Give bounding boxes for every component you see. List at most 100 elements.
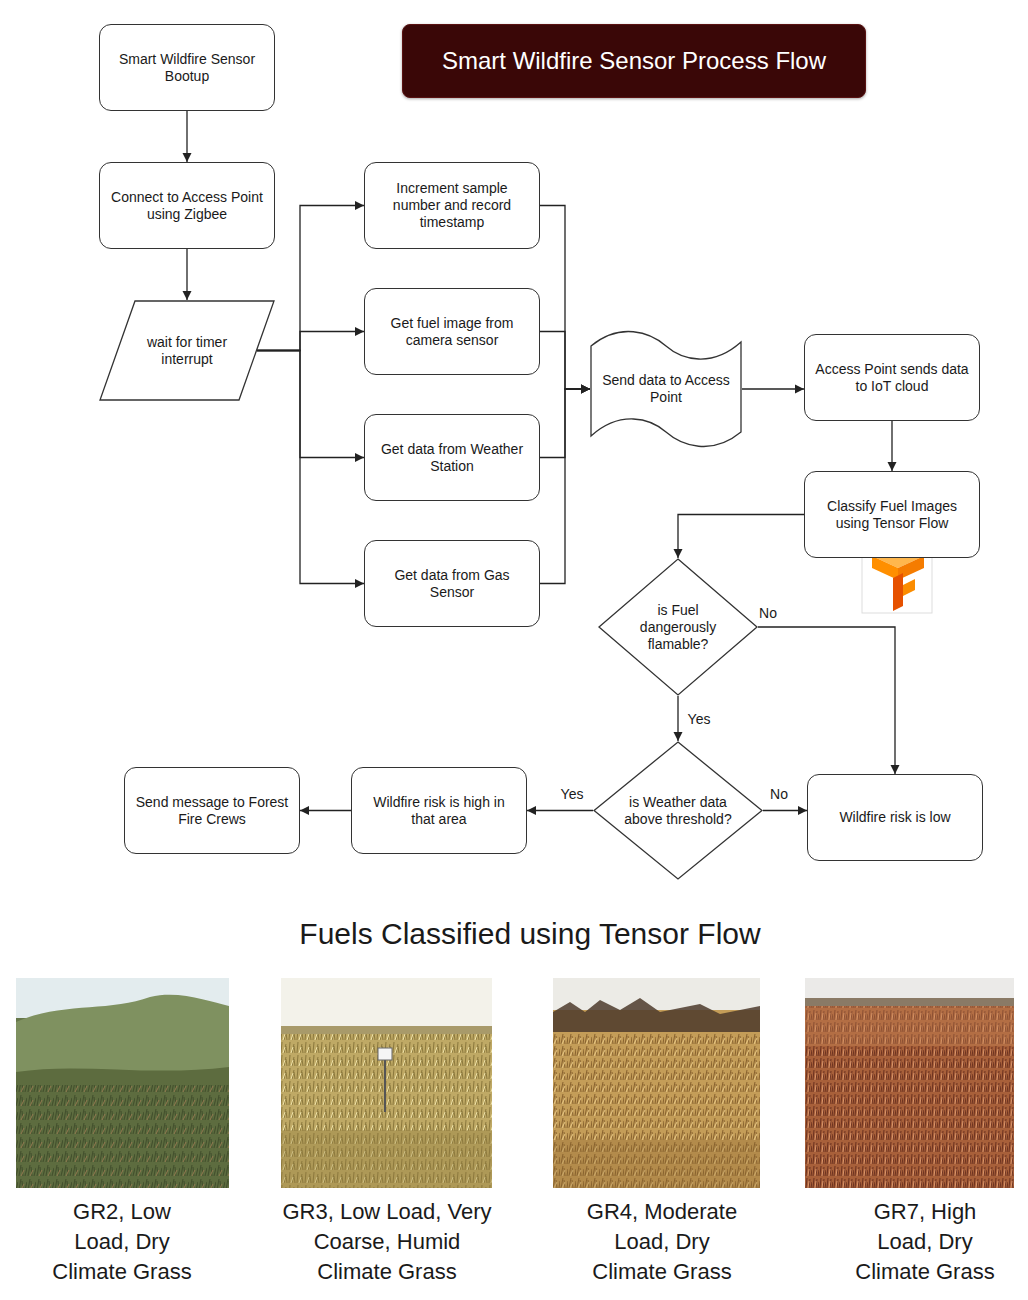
edge-label: No (757, 605, 779, 621)
sign-post (384, 1060, 386, 1112)
photo-shrubs (553, 998, 760, 1032)
process-box: Wildfire risk is low (807, 774, 983, 861)
photo-ground (553, 978, 760, 1188)
photo-grass (281, 1034, 492, 1188)
photo-caption: GR4, Moderate Load, Dry Climate Grass (580, 1197, 745, 1287)
node-content: Classify Fuel Images using Tensor Flow (813, 498, 971, 532)
logo-face (893, 573, 903, 611)
photo-field (16, 1067, 229, 1188)
edge-label: Yes (559, 786, 586, 802)
flow-arrow (257, 332, 364, 351)
shape-outline-path (591, 332, 741, 447)
flow-arrow (186, 111, 187, 162)
process-box: Classify Fuel Images using Tensor Flow (804, 471, 980, 558)
photo-sky (553, 978, 760, 1010)
node-content: Increment sample number and record times… (373, 180, 531, 231)
node-content: Connect to Access Point using Zigbee (108, 189, 266, 223)
node-text: Connect to Access Point using Zigbee (108, 189, 266, 223)
decision-diamond: is Weather data above threshold? (593, 741, 763, 880)
process-box: Increment sample number and record times… (364, 162, 540, 249)
node-content: Access Point sends data to IoT cloud (813, 361, 971, 395)
node-text: Classify Fuel Images using Tensor Flow (813, 498, 971, 532)
photo-sky (805, 978, 1014, 998)
flow-arrow (257, 351, 364, 458)
process-box: Wildfire risk is high in that area (351, 767, 527, 854)
photo-sky (281, 978, 492, 1026)
flow-arrow (300, 810, 351, 811)
photo-shade (281, 1130, 492, 1188)
shape-outline-path (100, 301, 274, 400)
photo-ground (16, 978, 229, 1188)
process-box: Get data from Weather Station (364, 414, 540, 501)
flow-arrow (678, 515, 804, 559)
node-content: Wildfire risk is high in that area (360, 794, 518, 828)
logo-face (903, 579, 915, 596)
photo-grass (16, 1085, 229, 1188)
node-text: Wildfire risk is low (816, 809, 974, 826)
photo-horizon (281, 1026, 492, 1034)
photo-ground (281, 978, 492, 1188)
photo-hill (16, 995, 229, 1188)
shape-outline-path (594, 742, 762, 879)
flow-arrow (763, 810, 807, 811)
node-content: Send message to Forest Fire Crews (133, 794, 291, 828)
photo-horizon (805, 998, 1014, 1006)
node-text: Smart Wildfire Sensor Bootup (108, 51, 266, 85)
node-content: Send data to Access Point (600, 372, 732, 406)
node-text: wait for timer interrupt (129, 334, 245, 368)
photo-haze (805, 1006, 1014, 1046)
flow-arrow (540, 206, 590, 390)
flow-arrow (540, 389, 590, 584)
flow-arrow (677, 696, 678, 741)
node-content: is Weather data above threshold? (619, 794, 737, 828)
node-text: Get fuel image from camera sensor (373, 315, 531, 349)
edge-label: No (768, 786, 790, 802)
photo-caption: GR2, Low Load, Dry Climate Grass (50, 1197, 195, 1287)
node-content: Get fuel image from camera sensor (373, 315, 531, 349)
photo-grass (805, 1006, 1014, 1188)
section-heading: Fuels Classified using Tensor Flow (220, 916, 840, 952)
fuel-photo (553, 978, 760, 1188)
photo-caption: GR3, Low Load, Very Coarse, Humid Climat… (282, 1197, 492, 1287)
node-text: is Fuel dangerously flamable? (628, 602, 728, 653)
flow-arrow (742, 388, 804, 389)
node-content: Wildfire risk is low (816, 809, 974, 826)
fuel-photo (16, 978, 229, 1188)
node-content: Get data from Weather Station (373, 441, 531, 475)
flow-arrow (527, 810, 593, 811)
flow-arrow (758, 627, 895, 774)
flow-arrow (891, 421, 892, 471)
node-content: Smart Wildfire Sensor Bootup (108, 51, 266, 85)
fuel-photo (281, 978, 492, 1188)
node-content: Get data from Gas Sensor (373, 567, 531, 601)
io-parallelogram: wait for timer interrupt (99, 300, 275, 401)
process-box: Access Point sends data to IoT cloud (804, 334, 980, 421)
decision-diamond: is Fuel dangerously flamable? (598, 558, 758, 696)
photo-shade (553, 1140, 760, 1188)
node-text: is Weather data above threshold? (619, 794, 737, 828)
node-text: Access Point sends data to IoT cloud (813, 361, 971, 395)
logo-face (872, 556, 898, 580)
process-box: Get data from Gas Sensor (364, 540, 540, 627)
photo-ground (805, 978, 1014, 1188)
flow-arrow (257, 351, 364, 584)
shape-outline-path (599, 559, 757, 695)
node-text: Increment sample number and record times… (373, 180, 531, 231)
node-text: Wildfire risk is high in that area (360, 794, 518, 828)
node-text: Send data to Access Point (600, 372, 732, 406)
photo-caption: GR7, High Load, Dry Climate Grass (853, 1197, 998, 1287)
title-text: Smart Wildfire Sensor Process Flow (442, 47, 826, 75)
edge-label: Yes (686, 711, 713, 727)
node-text: Get data from Gas Sensor (373, 567, 531, 601)
flow-arrow (540, 332, 590, 390)
process-box: Connect to Access Point using Zigbee (99, 162, 275, 249)
node-text: Get data from Weather Station (373, 441, 531, 475)
sign-plate (378, 1048, 392, 1060)
process-box: Get fuel image from camera sensor (364, 288, 540, 375)
photo-grass (553, 1032, 760, 1188)
title-banner: Smart Wildfire Sensor Process Flow (402, 24, 866, 98)
node-text: Send message to Forest Fire Crews (133, 794, 291, 828)
fuel-photo (805, 978, 1014, 1188)
node-content: is Fuel dangerously flamable? (628, 602, 728, 653)
process-box: Send message to Forest Fire Crews (124, 767, 300, 854)
